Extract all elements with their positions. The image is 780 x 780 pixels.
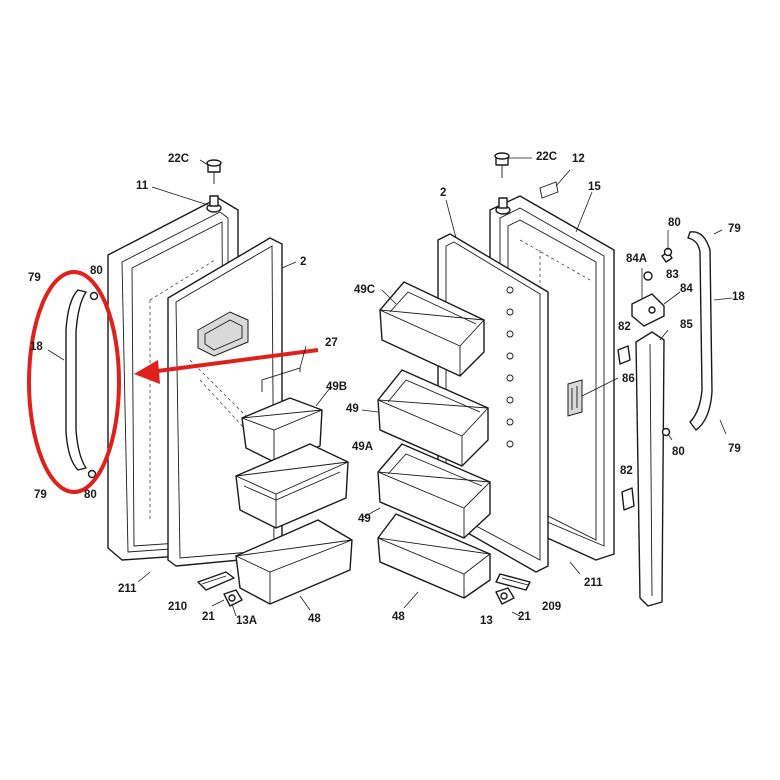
label-22c-right: 22C [536, 151, 557, 163]
part-22c-right [494, 152, 510, 178]
part-13a-hinge [223, 589, 243, 607]
part-22c-left [206, 159, 222, 184]
bin-48-left [234, 519, 353, 605]
label-48-left: 48 [308, 613, 321, 625]
label-2-right: 2 [440, 187, 446, 199]
label-21-left: 21 [202, 611, 215, 623]
label-79-bottom-right: 79 [728, 443, 741, 455]
label-80-bottom-right: 80 [672, 446, 685, 458]
label-211-left: 211 [118, 583, 137, 595]
label-80-top-left: 80 [90, 265, 103, 277]
right-handle-18 [661, 231, 713, 437]
bin-48-right [377, 513, 492, 599]
part-210-bracket [197, 571, 235, 591]
right-door-hinge-cap [495, 197, 511, 215]
label-79-top-right: 79 [728, 223, 741, 235]
left-door-dispenser-cavity [189, 311, 256, 441]
label-48-right: 48 [392, 611, 405, 623]
label-49-mid: 49 [346, 403, 359, 415]
label-79-bottom-left: 79 [34, 489, 47, 501]
highlight-arrow [134, 348, 319, 384]
label-21-right: 21 [518, 611, 531, 623]
label-12: 12 [572, 153, 585, 165]
label-80-top-right: 80 [668, 217, 681, 229]
part-27-pin [261, 367, 301, 392]
left-handle-18 [65, 289, 99, 479]
part-13-hinge [495, 587, 515, 605]
label-84: 84 [680, 283, 693, 295]
part-82-clip-bottom [621, 487, 635, 511]
label-85: 85 [680, 319, 693, 331]
label-49a: 49A [352, 441, 373, 453]
label-13a: 13A [236, 615, 257, 627]
label-211-right: 211 [584, 577, 603, 589]
part-12-label [539, 181, 559, 199]
label-209: 209 [542, 601, 561, 613]
label-13: 13 [480, 615, 493, 627]
right-door-shelf-holes [506, 286, 514, 448]
part-labels: 22C 11 2 79 80 18 79 80 27 49B 49A 49 49… [28, 151, 745, 627]
part-83-washer [643, 271, 653, 281]
label-82-bottom: 82 [620, 465, 633, 477]
left-door-hinge-cap [206, 195, 222, 213]
highlight-ellipse [27, 270, 121, 494]
label-18-left: 18 [30, 341, 43, 353]
bin-49-left [234, 443, 349, 529]
bin-49c [379, 281, 485, 377]
part-84-bracket [631, 293, 665, 327]
part-82-clip-top [617, 345, 631, 365]
label-49b: 49B [326, 381, 347, 393]
label-86: 86 [622, 373, 635, 385]
bin-49-right-upper [377, 369, 489, 467]
label-84a: 84A [626, 253, 647, 265]
part-85-trim-strip [635, 331, 665, 607]
part-209-bracket [495, 573, 531, 591]
leader-lines [47, 157, 733, 617]
label-83: 83 [666, 269, 679, 281]
label-49-low: 49 [358, 513, 371, 525]
label-15: 15 [588, 181, 601, 193]
label-82-top: 82 [618, 321, 631, 333]
part-86-module [567, 379, 583, 417]
bin-49-right-lower [377, 443, 491, 539]
label-22c-left: 22C [168, 153, 189, 165]
bin-49b [241, 397, 323, 463]
label-27: 27 [325, 337, 338, 349]
label-79-top-left: 79 [28, 272, 41, 284]
label-210: 210 [168, 601, 187, 613]
label-11: 11 [136, 180, 149, 192]
label-18-right: 18 [732, 291, 745, 303]
label-80-bottom-left: 80 [84, 489, 97, 501]
label-2-left: 2 [300, 256, 306, 268]
label-49c: 49C [354, 284, 375, 296]
